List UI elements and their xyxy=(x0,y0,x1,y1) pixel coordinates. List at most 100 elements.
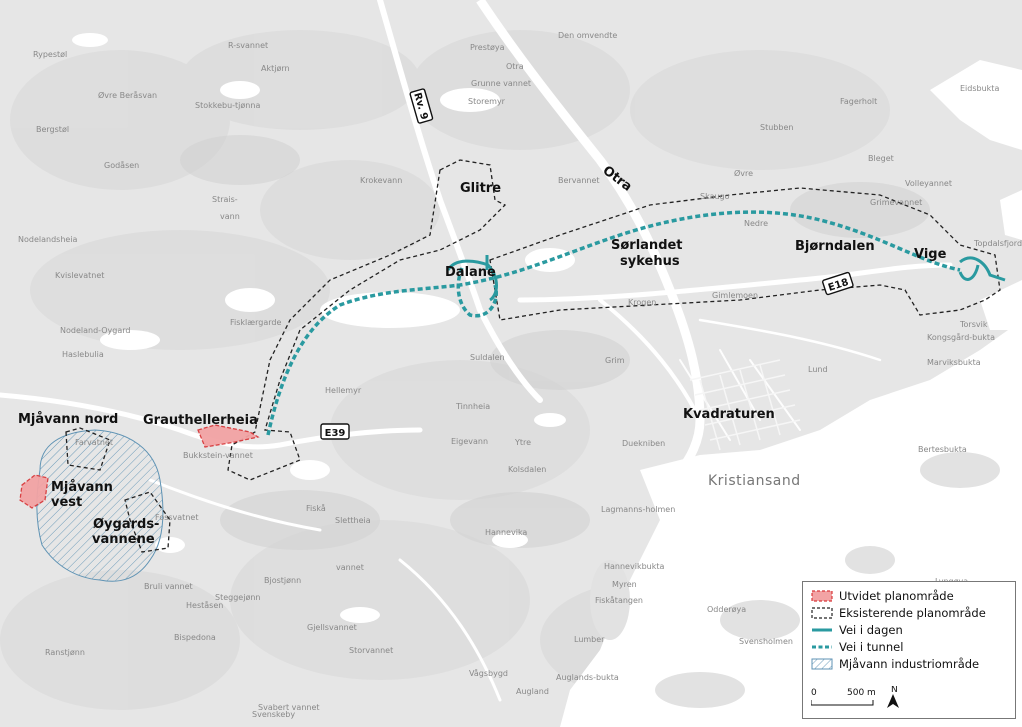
svg-text:N: N xyxy=(891,686,898,695)
mjavann-industry-area[interactable] xyxy=(36,429,164,582)
minor-place-label: Fiskåtangen xyxy=(595,595,643,605)
minor-place-label: Eigevann xyxy=(451,437,488,446)
minor-place-label: Bispedona xyxy=(174,633,216,642)
minor-place-label: Bervannet xyxy=(558,176,600,185)
terrain-shading xyxy=(0,30,980,710)
minor-place-label: Aktjørn xyxy=(261,64,290,73)
minor-place-label: Steggejønn xyxy=(215,593,260,602)
minor-place-label: Fiskå xyxy=(306,503,326,513)
urban-grid xyxy=(689,359,801,451)
label-vige: Vige xyxy=(914,247,947,262)
label-glitre: Glitre xyxy=(460,181,501,196)
svg-text:E39: E39 xyxy=(325,428,346,439)
road-shield-rv9: Rv. 9 xyxy=(409,88,434,124)
label-dalane: Dalane xyxy=(445,265,496,280)
minor-place-label: Suldalen xyxy=(470,353,505,362)
minor-place-label: Marviksbukta xyxy=(927,358,981,367)
minor-place-label: Auglands-bukta xyxy=(556,673,619,682)
minor-place-label: Øvre Beråsvan xyxy=(98,90,157,100)
label-bjorndalen: Bjørndalen xyxy=(795,239,875,254)
minor-place-label: Stubben xyxy=(760,123,793,132)
minor-place-label: Den omvendte xyxy=(558,31,617,40)
minor-place-label: Stokkebu-tjønna xyxy=(195,101,260,110)
label-grauthellerheia: Grauthellerheia xyxy=(143,413,258,428)
minor-place-label: vann xyxy=(220,212,240,221)
minor-place-label: Storvannet xyxy=(349,646,393,655)
north-arrow-icon: N xyxy=(887,686,899,708)
legend-swatch-hatch xyxy=(811,658,833,670)
minor-place-label: Torsvik xyxy=(959,320,988,329)
minor-place-label: Svensholmen xyxy=(739,637,793,646)
road-in-daylight[interactable] xyxy=(446,255,1006,302)
minor-place-label: Vågsbygd xyxy=(469,668,508,678)
minor-place-label: Bertesbukta xyxy=(918,445,967,454)
minor-place-label: Kolsdalen xyxy=(508,465,546,474)
minor-place-label: Bukkstein-vannet xyxy=(183,451,253,460)
label-sykehus: sykehus xyxy=(620,254,680,269)
minor-place-label: Krogen xyxy=(628,298,656,307)
minor-place-label: Lagmanns-holmen xyxy=(601,505,675,514)
minor-place-label: Strais- xyxy=(212,195,238,204)
existing-plan-area[interactable] xyxy=(65,159,1001,553)
minor-place-label: Bergstøl xyxy=(36,125,69,134)
label-kristiansand: Kristiansand xyxy=(708,473,801,489)
minor-place-label: Kongsgård-bukta xyxy=(927,332,995,342)
minor-place-label: Lund xyxy=(808,365,828,374)
minor-place-label: Godåsen xyxy=(104,160,139,170)
minor-place-label: Øvre xyxy=(734,168,753,178)
scale-zero: 0 xyxy=(811,688,817,698)
road-in-tunnel[interactable] xyxy=(266,210,961,436)
minor-place-label: Rypestøl xyxy=(33,50,67,59)
roads xyxy=(0,0,953,702)
label-mjavann: Mjåvann xyxy=(51,480,113,495)
minor-place-label: Svenskeby xyxy=(252,710,295,719)
scale-distance: 500 m xyxy=(847,688,876,698)
minor-place-label: Grimevannet xyxy=(870,198,922,207)
legend-swatch-red xyxy=(811,590,833,602)
minor-place-label: Slettheia xyxy=(335,516,371,525)
minor-place-label: Duekniben xyxy=(622,439,665,448)
minor-place-label: Storemyr xyxy=(468,97,506,106)
minor-place-label: Fagerholt xyxy=(840,97,877,106)
minor-place-label: Krokevann xyxy=(360,176,402,185)
minor-place-label: Kvislevatnet xyxy=(55,271,104,280)
minor-place-label: Augland xyxy=(516,687,549,696)
minor-place-label: Hannevikbukta xyxy=(604,562,664,571)
minor-place-label: Bjostjønn xyxy=(264,576,301,585)
minor-place-label: Farvatnet xyxy=(75,438,113,447)
legend-line-dashed xyxy=(812,645,832,649)
expanded-plan-area[interactable] xyxy=(19,424,260,509)
minor-place-label: Otra xyxy=(506,62,524,71)
map-legend: Utvidet planområde Eksisterende planområ… xyxy=(802,581,1016,719)
minor-place-label: Tinnheia xyxy=(455,402,490,411)
scale-bar: 0 500 m N xyxy=(811,686,899,708)
minor-place-label: vannet xyxy=(336,563,364,572)
road-shield-e39: E39 xyxy=(320,423,350,440)
minor-place-label: Eidsbukta xyxy=(960,84,999,93)
minor-place-label: Hellemyr xyxy=(325,386,362,395)
minor-place-label: Prestøya xyxy=(470,43,505,52)
minor-place-label: Fossvatnet xyxy=(155,513,198,522)
minor-place-label: Bruli vannet xyxy=(144,582,193,591)
lakes xyxy=(72,33,575,623)
minor-place-label: Volleyannet xyxy=(905,179,952,188)
minor-place-label: Skaugo xyxy=(700,192,730,201)
label-vannene: vannene xyxy=(92,532,155,547)
minor-place-label: Heståsen xyxy=(186,600,223,610)
minor-place-label: Fisklærgarde xyxy=(230,318,281,327)
label-mjavann-nord: Mjåvann nord xyxy=(18,412,118,427)
legend-item-utvidet: Utvidet planområde xyxy=(811,588,1007,604)
minor-place-label: Svabert vannet xyxy=(258,703,320,712)
minor-place-label: Bleget xyxy=(868,154,894,163)
legend-item-vei-i-dagen: Vei i dagen xyxy=(811,622,1007,638)
minor-place-label: Lumber xyxy=(574,635,605,644)
legend-item-eksisterende: Eksisterende planområde xyxy=(811,605,1007,621)
minor-place-label: Gjellsvannet xyxy=(307,623,357,632)
label-oygards: Øygards- xyxy=(93,517,159,532)
minor-place-label: Gimlemoen xyxy=(712,291,758,300)
legend-item-vei-i-tunnel: Vei i tunnel xyxy=(811,639,1007,655)
minor-place-label: Nodelandsheia xyxy=(18,235,78,244)
legend-item-industri: Mjåvann industriområde xyxy=(811,656,1007,672)
